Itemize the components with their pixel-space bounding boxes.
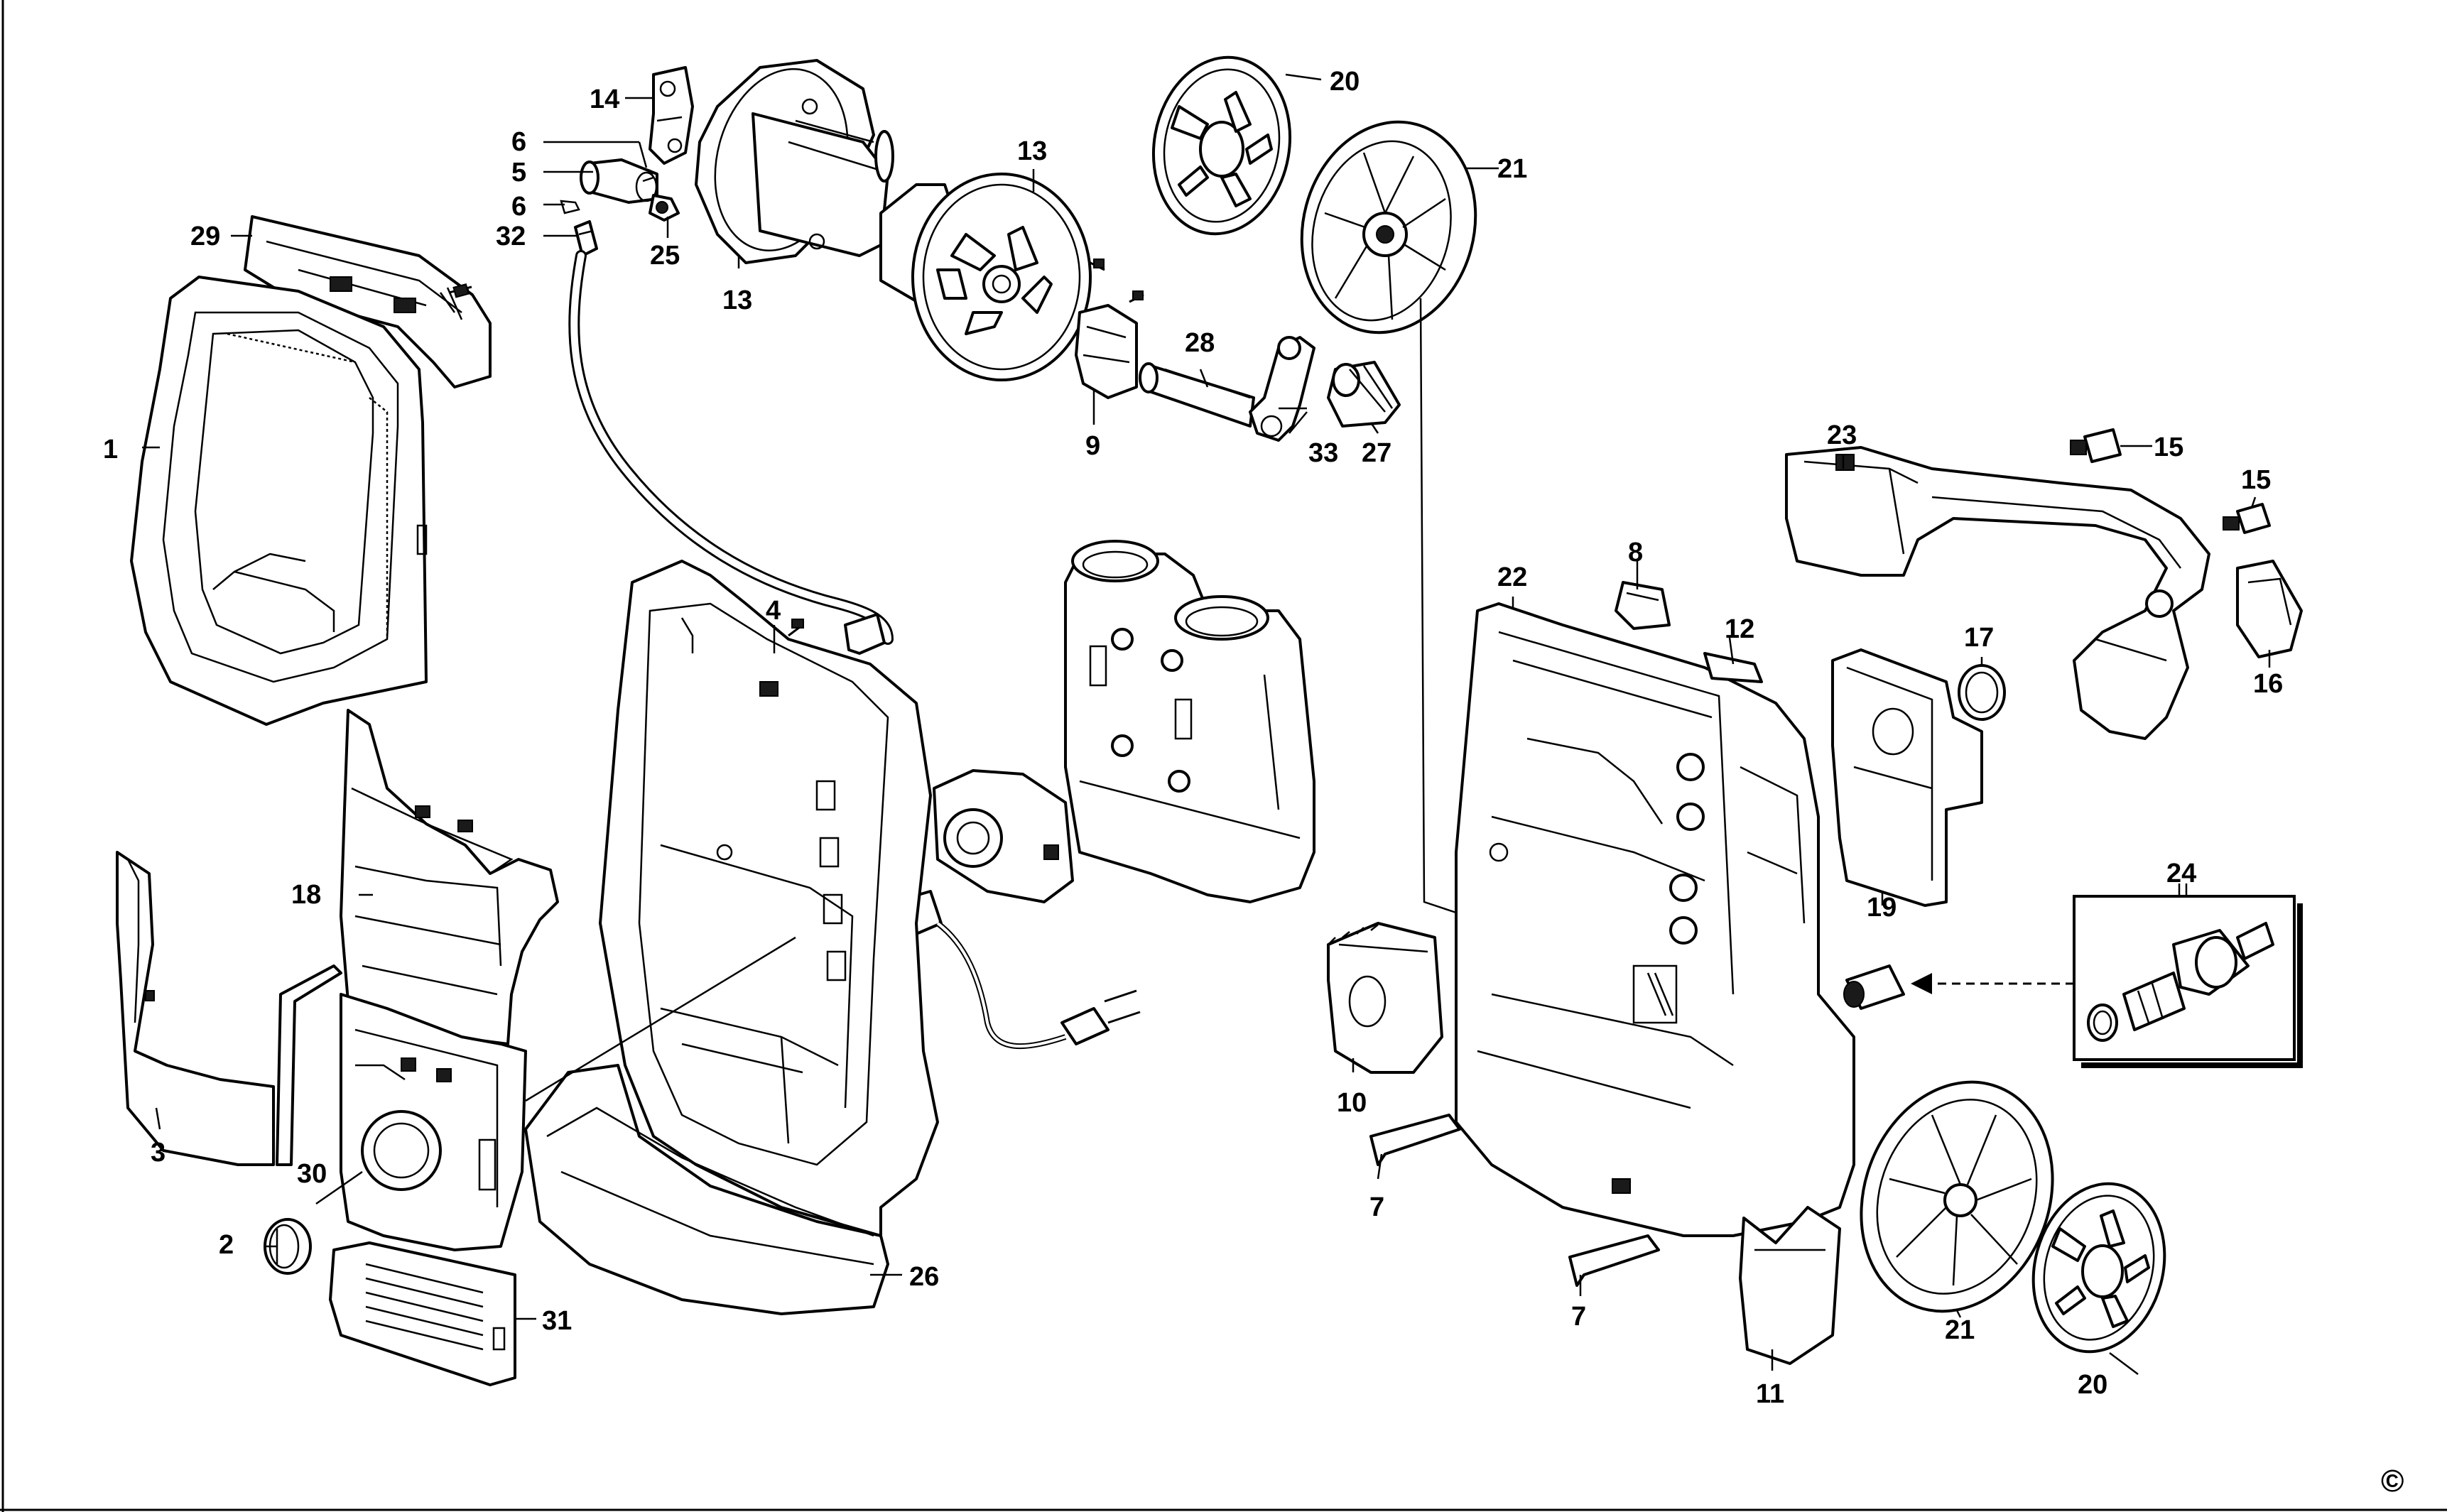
label-32: 32: [496, 222, 526, 251]
label-12: 12: [1725, 614, 1754, 644]
part-1-front-frame: [130, 276, 428, 726]
label-1: 1: [103, 435, 118, 464]
label-8: 8: [1628, 538, 1643, 567]
part-11-side-bracket: [1739, 1206, 1841, 1365]
part-21-wheel-top: [1300, 120, 1477, 335]
label-7-upper: 7: [1369, 1192, 1384, 1222]
label-14: 14: [590, 85, 619, 114]
part-30-lower-front-panel: [340, 993, 527, 1251]
label-11: 11: [1756, 1379, 1784, 1409]
label-10: 10: [1337, 1088, 1367, 1118]
label-21-bottom: 21: [1945, 1315, 1975, 1345]
label-15-lower: 15: [2241, 465, 2271, 495]
copyright-mark: ©: [2381, 1464, 2404, 1499]
label-26: 26: [909, 1262, 939, 1292]
rear-housing: [599, 560, 939, 1237]
part-24-arrow: [1911, 883, 2188, 994]
label-4: 4: [766, 596, 781, 626]
part-18-lower-panel-upper: [340, 709, 559, 1045]
part-24-detail-box: [2073, 895, 2303, 1068]
part-12-cover: [1703, 652, 1763, 683]
label-2: 2: [219, 1230, 234, 1260]
part-33-crank-handle: [1249, 336, 1315, 442]
label-17: 17: [1964, 623, 1994, 653]
label-33: 33: [1308, 438, 1338, 468]
label-16: 16: [2253, 669, 2283, 699]
label-3: 3: [151, 1138, 166, 1168]
part-20-hub-cap-top: [1151, 55, 1292, 236]
leader-base-hose: [525, 936, 796, 1102]
part-13-hose-reel-back: [695, 59, 894, 264]
part-29-handle-cap: [244, 215, 492, 388]
label-6-lower: 6: [511, 192, 526, 222]
label-9: 9: [1085, 431, 1100, 461]
power-cord: [904, 890, 1141, 1050]
label-25: 25: [650, 241, 680, 271]
part-15-fitting-upper: [2070, 428, 2122, 463]
label-19: 19: [1867, 893, 1897, 923]
pump-housing: [1064, 540, 1315, 903]
label-24: 24: [2166, 859, 2196, 888]
part-27-crank-knob: [1327, 361, 1401, 428]
part-7-clip-upper: [1369, 1114, 1461, 1166]
part-14-bracket: [649, 66, 694, 165]
screw-9: [1129, 290, 1144, 303]
part-4-screw: [788, 619, 804, 637]
part-22-chassis: [1455, 602, 1855, 1237]
switch-module: [933, 769, 1074, 903]
part-28-axle: [1139, 362, 1255, 428]
label-28: 28: [1185, 328, 1215, 358]
screw-29: [448, 283, 472, 298]
label-15-upper: 15: [2154, 433, 2183, 462]
part-20-hub-cap-bottom: [2031, 1182, 2166, 1354]
label-21-top: 21: [1497, 154, 1527, 184]
part-32-hose-connector: [574, 220, 598, 257]
part-15-fitting-lower: [2223, 503, 2271, 534]
part-labels: 1 2 3 4 5 6 6 7 7 8 9 10 11 12 13 13 14 …: [103, 67, 2283, 1409]
hose: [568, 250, 894, 655]
label-5: 5: [511, 158, 526, 187]
part-3-side-trim: [116, 851, 342, 1166]
part-31-vent-grille: [329, 1241, 516, 1386]
part-5-elbow-fitting: [580, 158, 658, 204]
part-6-clip-lower: [560, 200, 580, 214]
label-27: 27: [1362, 438, 1391, 468]
screw-13: [1090, 259, 1105, 271]
part-17-o-ring: [1958, 664, 2006, 721]
part-13-hose-reel-front: [879, 173, 1092, 381]
part-6-clip-upper: [639, 165, 655, 183]
label-13-back: 13: [722, 285, 752, 315]
part-10-bracket: [1327, 922, 1443, 1074]
part-7-clip-lower: [1568, 1234, 1660, 1287]
part-26-base-plate: [524, 1064, 889, 1315]
part-25-nozzle: [649, 194, 680, 222]
label-23: 23: [1827, 420, 1857, 450]
part-24-connector-on-chassis: [1843, 964, 1905, 1010]
label-29: 29: [190, 222, 220, 251]
label-18: 18: [291, 880, 321, 910]
label-13-front: 13: [1017, 136, 1047, 166]
label-7-lower: 7: [1571, 1302, 1586, 1332]
part-16-end-cap: [2236, 560, 2303, 658]
leader-lines: [142, 73, 2271, 1375]
label-22: 22: [1497, 562, 1527, 592]
part-23-carry-handle: [1785, 446, 2210, 740]
label-6-upper: 6: [511, 127, 526, 157]
part-8-clip: [1615, 581, 1671, 630]
part-21-wheel-bottom: [1860, 1080, 2054, 1313]
label-30: 30: [297, 1159, 327, 1189]
part-19-side-panel: [1831, 648, 1983, 907]
part-9-reel-clip: [1075, 304, 1138, 399]
label-31: 31: [542, 1306, 572, 1336]
label-20-bottom: 20: [2078, 1370, 2107, 1400]
leader-wheel-21: [1419, 298, 1457, 914]
label-20-top: 20: [1330, 67, 1360, 97]
